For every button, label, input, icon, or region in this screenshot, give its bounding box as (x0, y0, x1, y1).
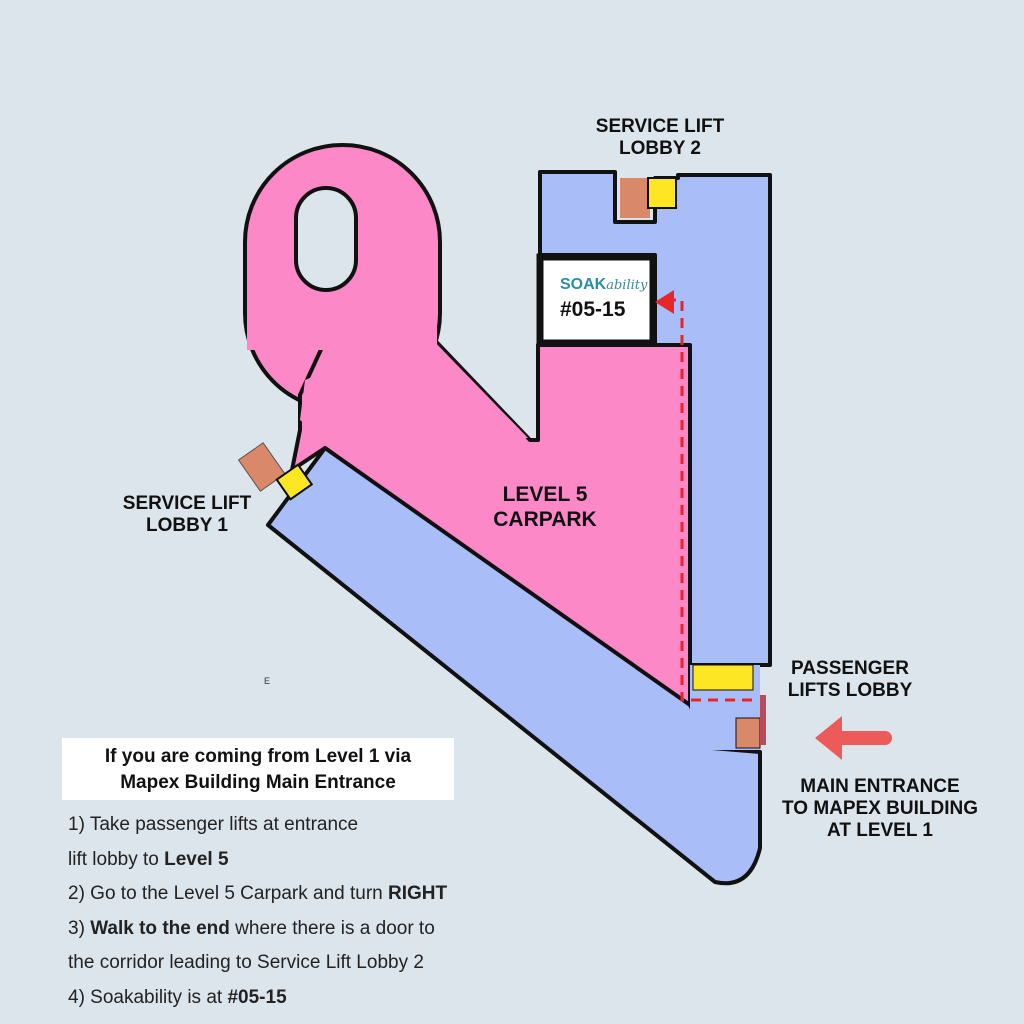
step-line: 1) Take passenger lifts at entrance (68, 814, 359, 835)
step-line: 4) Soakability is at #05-15 (68, 986, 287, 1008)
stair-icon (735, 717, 761, 749)
ramp-void (294, 186, 358, 292)
step-line: the corridor leading to Service Lift Lob… (68, 952, 424, 973)
directions-steps: 1) Take passenger lifts at entrance lift… (68, 808, 447, 1015)
entrance-arrowhead-icon (815, 716, 842, 760)
step-line: 2) Go to the Level 5 Carpark and turn RI… (68, 883, 448, 904)
stair-icon (237, 442, 286, 492)
service-lift-1 (275, 463, 314, 501)
route-arrowhead-icon (655, 290, 674, 314)
step-line: lift lobby to Level 5 (68, 848, 229, 870)
passenger-lifts (692, 664, 754, 691)
unit-number: #05-15 (560, 298, 626, 321)
step-line: 3) Walk to the end where there is a door… (68, 917, 435, 939)
unit-05-15[interactable] (536, 253, 657, 347)
service-lift-lobby-1 (237, 442, 314, 501)
soakability-logo: SOAKability (560, 276, 648, 293)
entrance-door (760, 695, 766, 745)
service-lift-2 (647, 177, 677, 209)
stray-mark: E (264, 676, 271, 686)
stair-icon (620, 178, 650, 218)
carpark-fill (300, 332, 528, 445)
